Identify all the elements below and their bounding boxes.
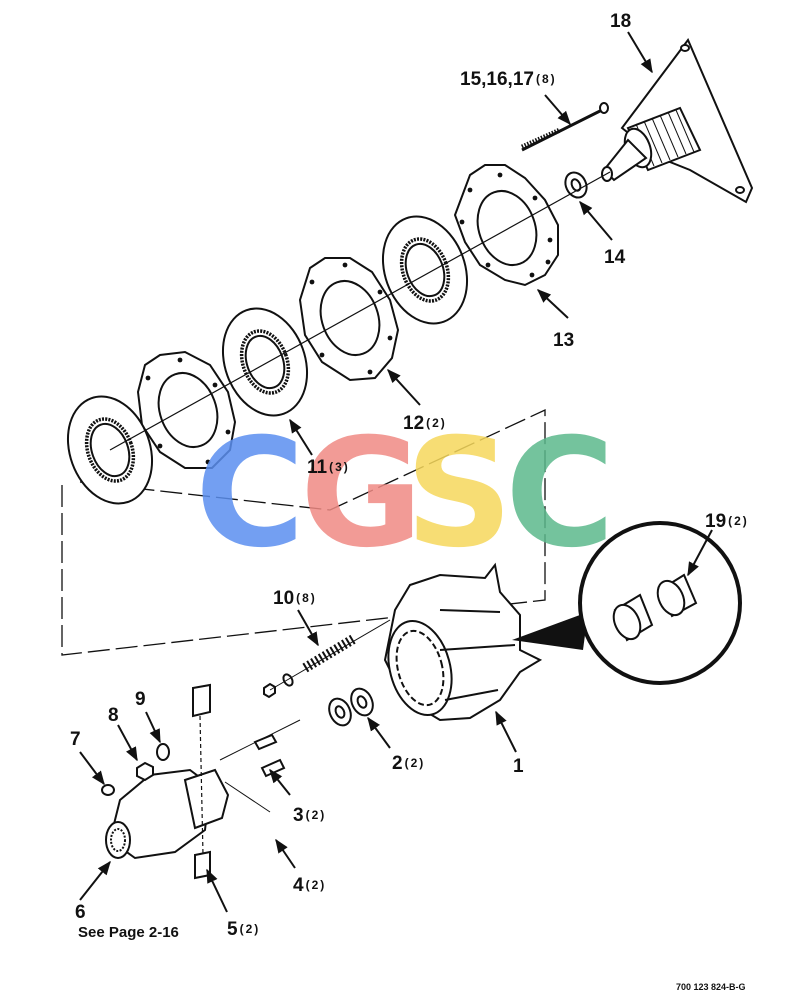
callout-number: 4 (293, 875, 304, 896)
callout-12: 12(2) (403, 414, 447, 433)
callout-11: 11(3) (307, 458, 350, 477)
callout-qty: (3) (329, 460, 350, 474)
bushing-detail-callout (512, 521, 742, 685)
callout-15-16-17: 15,16,17(8) (460, 70, 557, 89)
watermark-letter: C (505, 407, 615, 581)
callout-3: 3(2) (293, 806, 326, 825)
callout-number: 8 (108, 705, 119, 726)
leader-arrows (79, 31, 713, 913)
friction-disc (221, 307, 309, 417)
callout-qty: (2) (426, 416, 447, 430)
callout-8: 8 (108, 706, 121, 725)
drawing-reference-number: 700 123 824-B-G (676, 982, 746, 992)
callout-qty: (8) (535, 72, 557, 86)
callout-number: 15,16,17 (460, 69, 534, 90)
callout-4: 4(2) (293, 876, 326, 895)
callout-qty: (2) (305, 808, 327, 822)
callout-number: 5 (227, 919, 238, 940)
callout-number: 1 (513, 756, 524, 777)
callout-number: 9 (135, 689, 146, 710)
yoke-hardware (101, 743, 170, 796)
callout-number: 19 (705, 511, 727, 532)
callout-19: 19(2) (705, 512, 749, 531)
gearbox-flange-plate (601, 38, 754, 204)
separator-plate-13 (453, 164, 559, 287)
see-page-note: See Page 2-16 (78, 924, 179, 941)
callout-14: 14 (604, 248, 627, 267)
callout-qty: (2) (404, 756, 426, 770)
callout-10: 10(8) (273, 589, 317, 608)
callout-number: 18 (610, 11, 632, 32)
center-axis-line (109, 171, 611, 451)
callout-1: 1 (513, 757, 526, 776)
callout-number: 13 (553, 330, 575, 351)
callout-qty: (2) (239, 922, 261, 936)
callout-number: 7 (70, 729, 81, 750)
watermark-letter: C (195, 407, 305, 581)
separator-plate-12 (298, 257, 400, 382)
callout-qty: (8) (296, 591, 317, 605)
friction-disc (381, 215, 469, 325)
callout-qty: (2) (305, 878, 327, 892)
callout-13: 13 (553, 331, 576, 350)
watermark-letter: S (405, 407, 513, 581)
callout-5: 5(2) (227, 920, 260, 939)
callout-7: 7 (70, 730, 83, 749)
callout-number: 12 (403, 413, 425, 434)
bolt-assembly (520, 102, 609, 152)
callout-number: 2 (392, 753, 403, 774)
callout-18: 18 (610, 12, 633, 31)
washer-14 (564, 171, 588, 199)
callout-number: 3 (293, 805, 304, 826)
clutch-hub (383, 562, 543, 722)
callout-qty: (2) (728, 514, 749, 528)
callout-2: 2(2) (392, 754, 425, 773)
callout-number: 10 (273, 588, 295, 609)
assembly-dashed-outline (61, 408, 546, 656)
u-joint-yoke (105, 683, 301, 880)
callout-6: 6 (75, 903, 88, 922)
watermark: C G S C (195, 407, 615, 581)
watermark-letter: G (300, 407, 423, 581)
callout-number: 14 (604, 247, 626, 268)
callout-number: 6 (75, 902, 86, 923)
callout-9: 9 (135, 690, 148, 709)
washer-2 (328, 687, 374, 727)
spring-assembly (263, 619, 391, 699)
callout-number: 11 (307, 457, 328, 478)
